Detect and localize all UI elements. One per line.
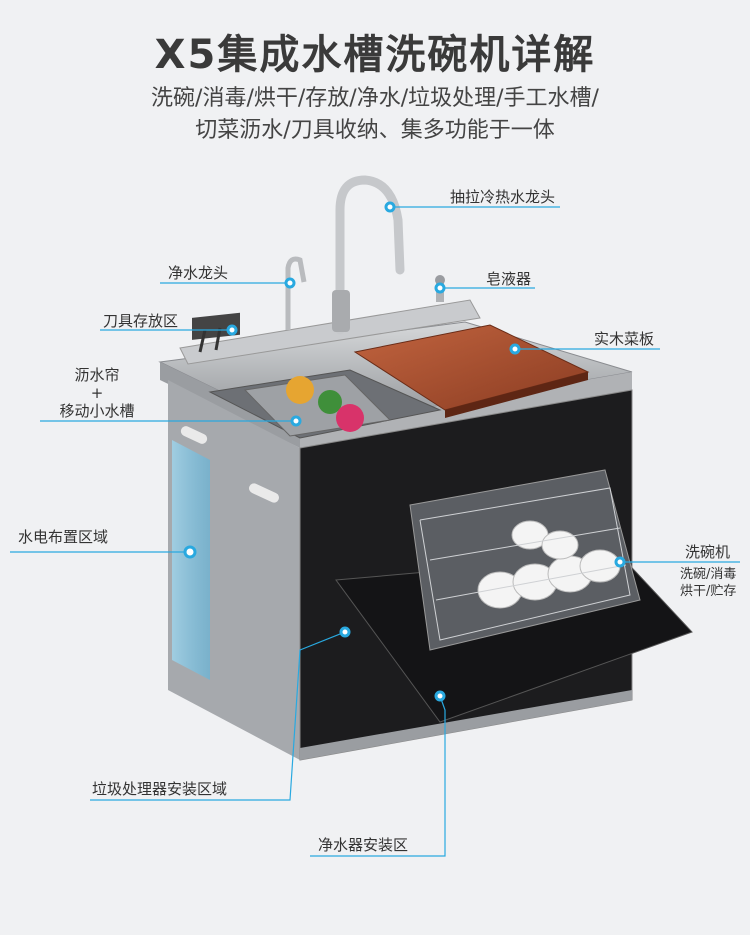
label-pull-faucet: 抽拉冷热水龙头 (450, 188, 556, 206)
page-title: X5集成水槽洗碗机详解 (154, 32, 596, 78)
label-plus: + (90, 384, 104, 402)
subtitle-line-2: 切菜沥水/刀具收纳、集多功能于一体 (195, 118, 555, 143)
label-pure-faucet: 净水龙头 (168, 264, 229, 282)
label-soap-dispenser: 皂液器 (486, 270, 532, 288)
pure-faucet (285, 256, 307, 330)
label-utility-area: 水电布置区域 (18, 528, 109, 546)
label-dishwasher-sub-1: 洗碗/消毒 (680, 567, 737, 582)
label-drain-curtain: 沥水帘 (74, 366, 120, 384)
label-purifier-area: 净水器安装区 (318, 836, 409, 854)
label-drain-sink-group: 沥水帘 + 移动小水槽 (45, 366, 149, 420)
label-mobile-sink: 移动小水槽 (59, 402, 135, 420)
callout-lines (10, 206, 740, 857)
label-dishwasher: 洗碗机 (685, 543, 731, 561)
subtitle-line-1: 洗碗/消毒/烘干/存放/净水/垃圾处理/手工水槽/ (151, 86, 599, 111)
callout-dots (183, 201, 626, 702)
dishwasher-drawer (335, 469, 693, 723)
cutting-board (353, 324, 590, 418)
label-dishwasher-sub-2: 烘干/贮存 (680, 584, 737, 599)
label-knife-area: 刀具存放区 (103, 312, 179, 330)
label-cutting-board: 实木菜板 (594, 330, 655, 348)
label-disposer-area: 垃圾处理器安装区域 (92, 780, 228, 798)
